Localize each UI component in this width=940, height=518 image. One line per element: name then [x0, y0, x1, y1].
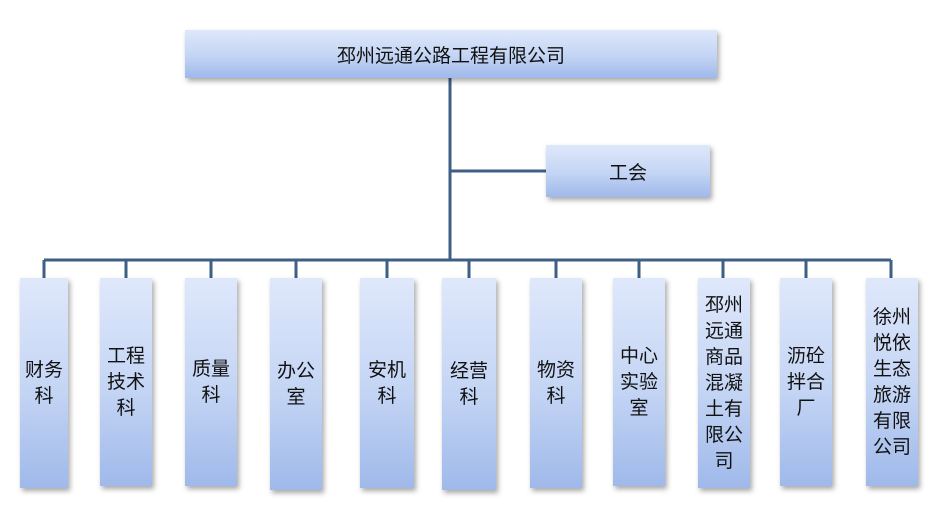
- department-label: 安机科: [367, 359, 406, 407]
- department-node-office: 办公室: [270, 278, 322, 490]
- department-node-quality: 质量科: [185, 278, 237, 486]
- labor-union-label: 工会: [608, 161, 647, 184]
- department-node-concrete-company: 邳州远通商品混凝土有限公司: [698, 278, 750, 488]
- department-node-central-lab: 中心实验室: [613, 278, 665, 486]
- department-node-materials: 物资科: [530, 278, 582, 488]
- department-label: 中心实验室: [619, 345, 658, 419]
- labor-union-node: 工会: [546, 145, 710, 197]
- department-node-business: 经营科: [442, 278, 496, 490]
- department-label: 财务科: [24, 359, 63, 407]
- company-root-label: 邳州远通公路工程有限公司: [336, 44, 565, 67]
- company-root-node: 邳州远通公路工程有限公司: [185, 30, 717, 78]
- department-label: 沥砼拌合厂: [786, 345, 825, 419]
- department-label: 工程技术科: [106, 345, 145, 419]
- department-node-finance: 财务科: [20, 278, 68, 488]
- department-label: 办公室: [276, 360, 315, 408]
- department-label: 质量科: [191, 358, 230, 406]
- department-label: 徐州悦依生态旅游有限公司: [872, 306, 911, 458]
- department-label: 经营科: [449, 360, 488, 408]
- department-label: 邳州远通商品混凝土有限公司: [704, 294, 743, 472]
- department-node-eco-tourism-company: 徐州悦依生态旅游有限公司: [866, 278, 918, 486]
- department-node-engineering-technology: 工程技术科: [100, 278, 152, 486]
- department-label: 物资科: [536, 359, 575, 407]
- department-node-safety-machinery: 安机科: [360, 278, 414, 488]
- department-node-asphalt-plant: 沥砼拌合厂: [780, 278, 832, 486]
